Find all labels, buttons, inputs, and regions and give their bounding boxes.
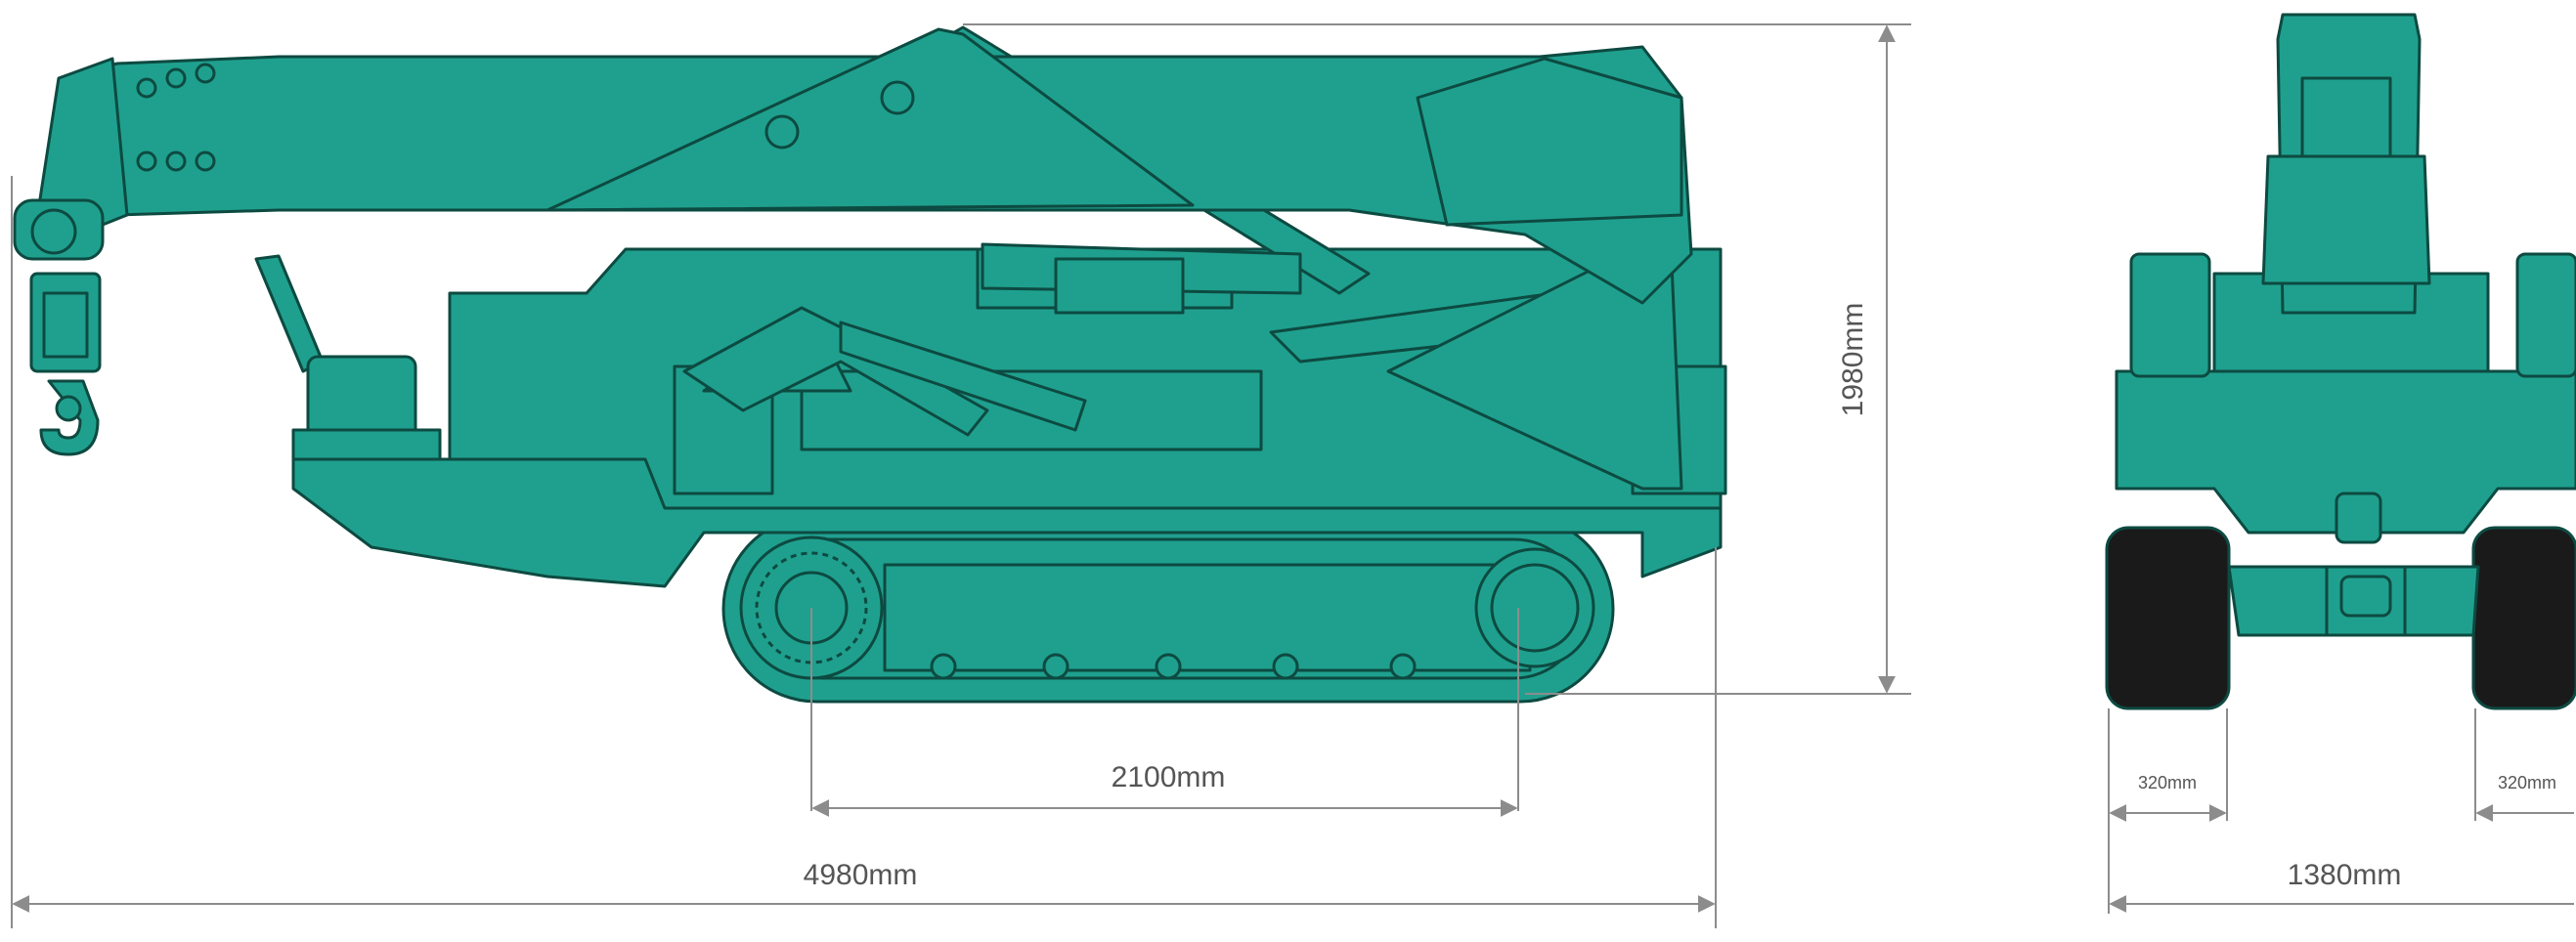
hook-block bbox=[29, 272, 102, 456]
front-boom-mast bbox=[2261, 13, 2431, 315]
overall-width-label: 1380mm bbox=[2288, 859, 2402, 891]
dimension-labels: 4980mm 2100mm 1980mm 1380mm 320mm 320mm bbox=[804, 303, 2556, 891]
right-track-width-label: 320mm bbox=[2498, 773, 2556, 792]
track-rollers bbox=[930, 653, 1417, 680]
front-outriggers bbox=[2129, 252, 2576, 378]
boom-head bbox=[13, 57, 216, 261]
overall-length-label: 4980mm bbox=[804, 859, 918, 891]
side-view bbox=[13, 25, 1727, 704]
height-label: 1980mm bbox=[1837, 303, 1869, 417]
front-left-track bbox=[2105, 526, 2231, 710]
front-view bbox=[2105, 13, 2576, 710]
telescopic-boom bbox=[76, 27, 1693, 305]
wheelbase-label: 2100mm bbox=[1112, 761, 1226, 793]
front-right-track bbox=[2471, 526, 2576, 710]
left-track-width-label: 320mm bbox=[2138, 773, 2197, 792]
outriggers bbox=[682, 242, 1683, 491]
operator-seat bbox=[254, 254, 442, 461]
idler-wheel bbox=[1474, 547, 1595, 668]
dimension-lines bbox=[11, 23, 2574, 928]
front-body bbox=[2115, 272, 2576, 637]
